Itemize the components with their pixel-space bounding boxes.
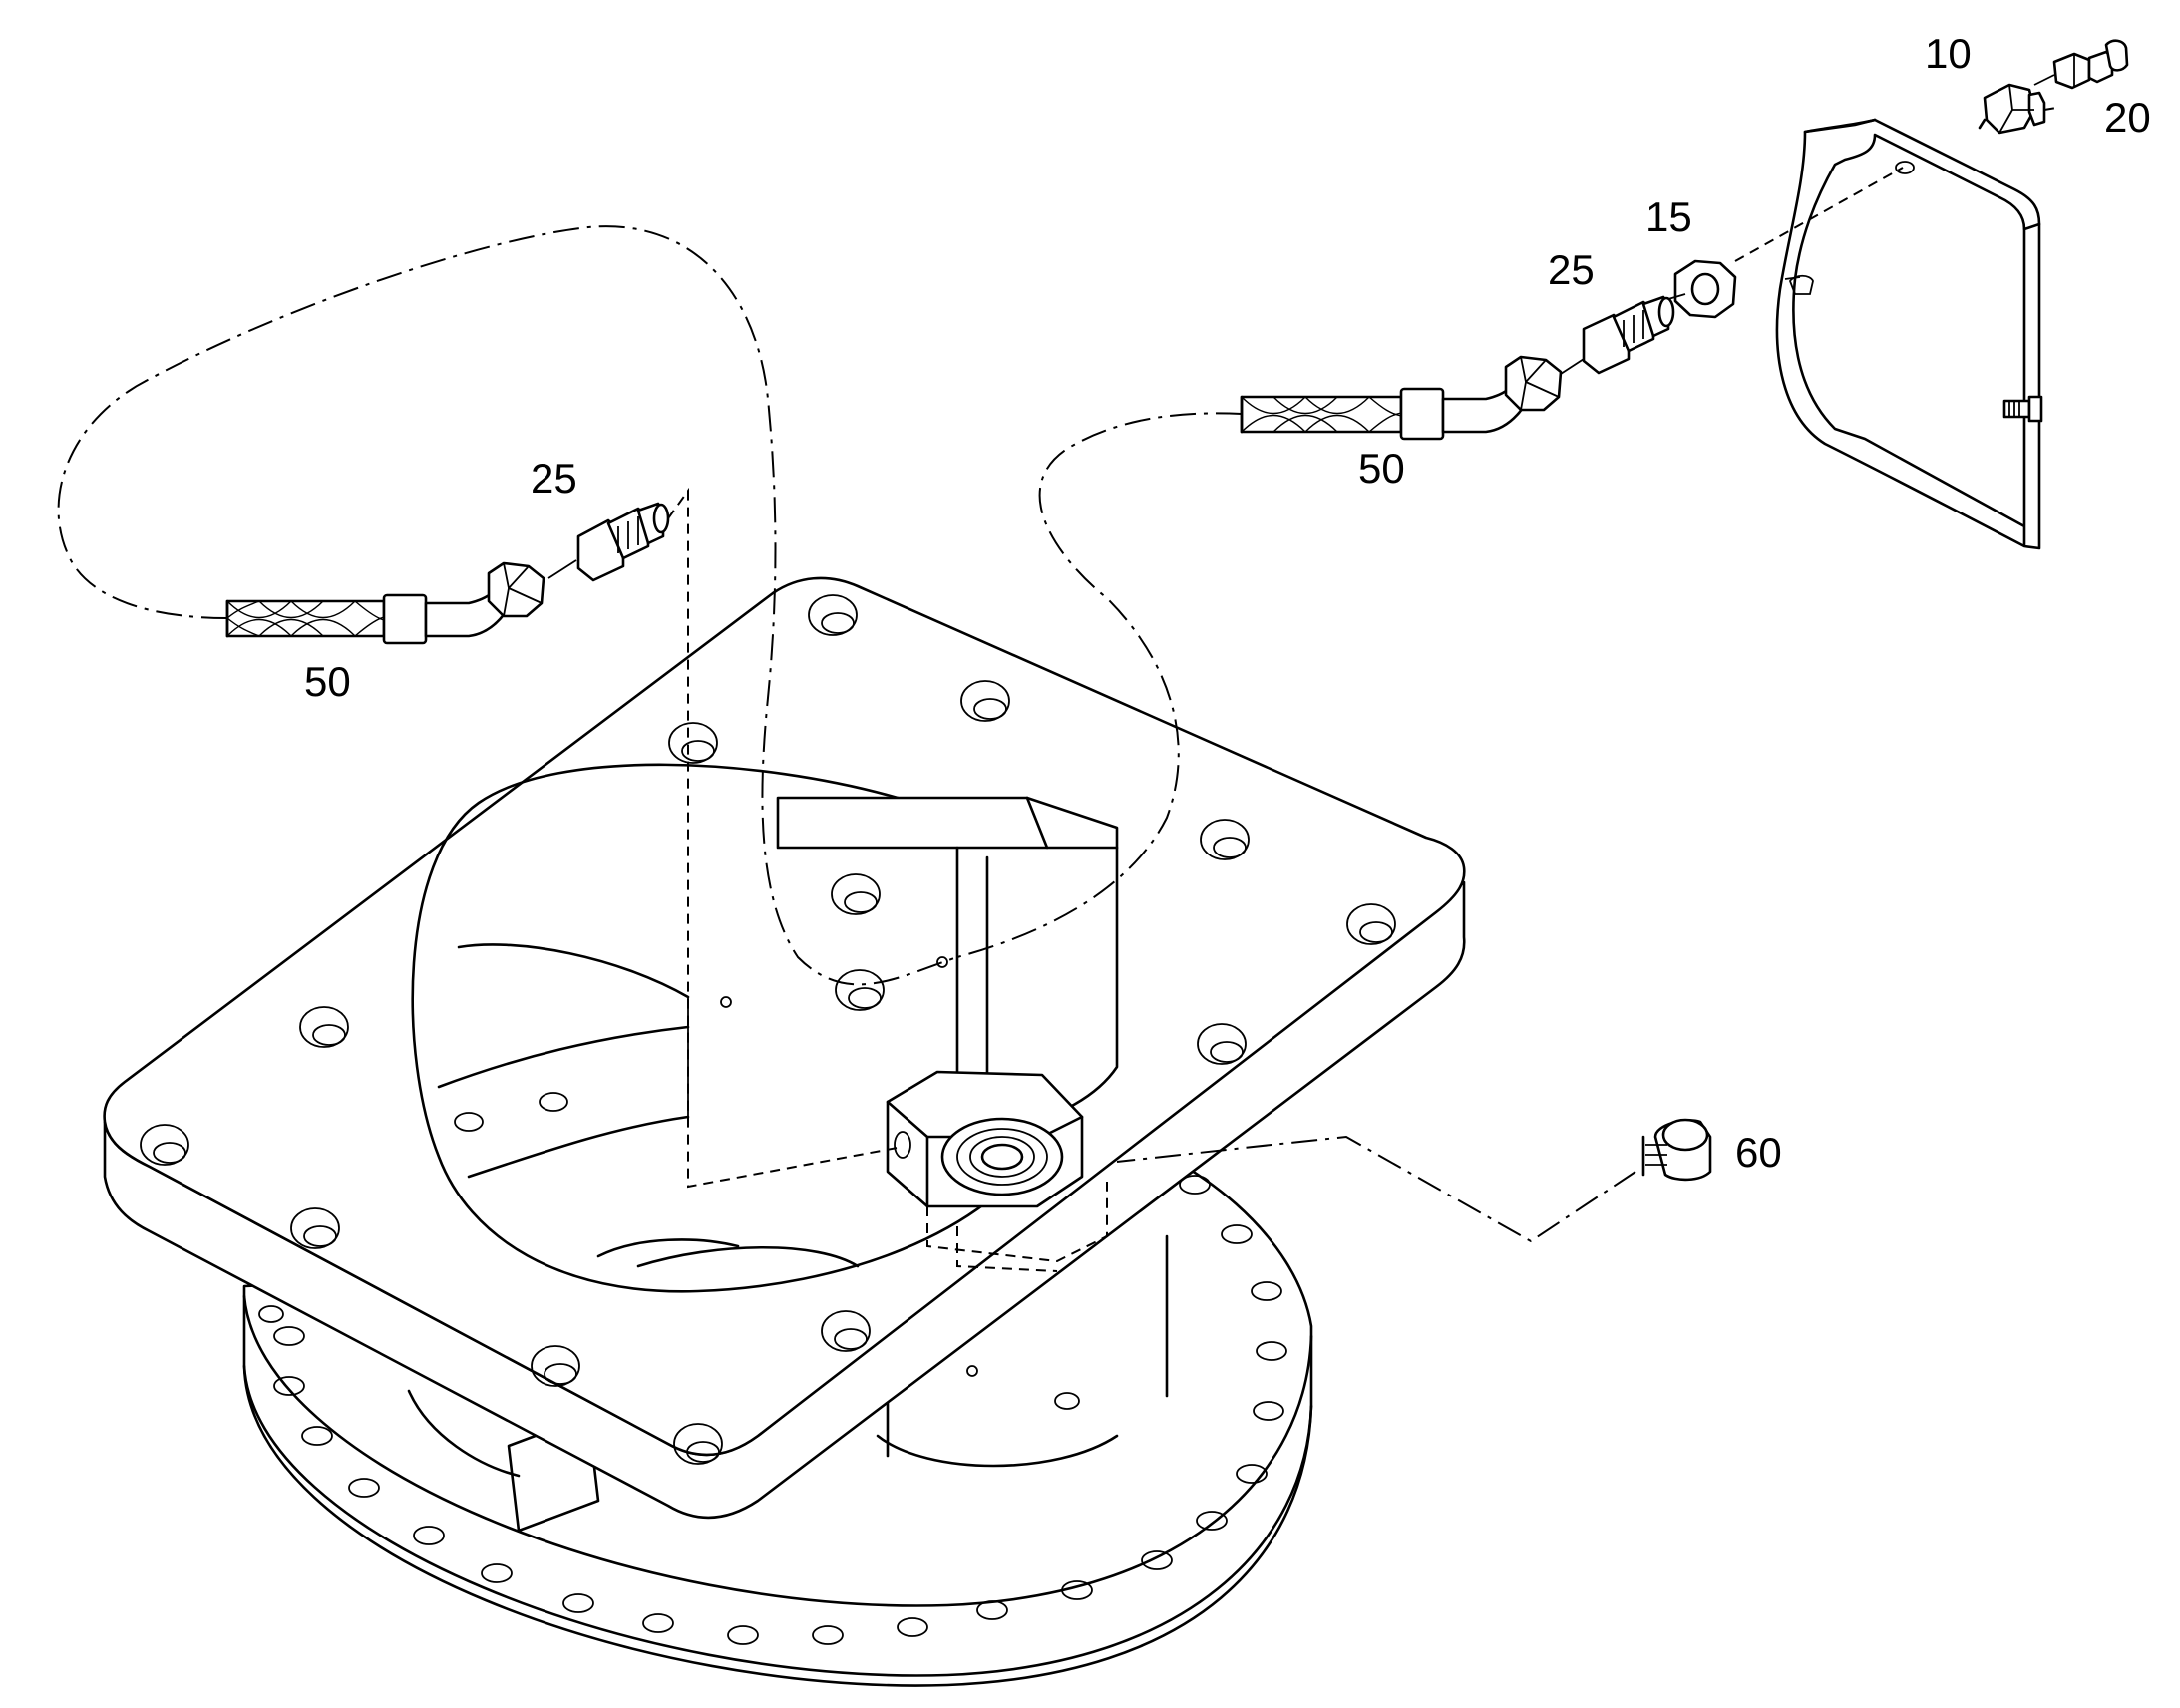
callout-50-left: 50 (304, 658, 351, 705)
callout-20: 20 (2104, 94, 2151, 141)
callout-15: 15 (1645, 193, 1692, 240)
callout-25-right: 25 (1548, 246, 1595, 293)
base-flange-bolt-holes (258, 1175, 1287, 1645)
callout-50-right: 50 (1358, 445, 1405, 492)
leader-15-to-bracket (1734, 167, 1904, 262)
mounting-bracket (1775, 118, 2043, 550)
plate-bolt-holes (140, 594, 1396, 1465)
callout-25-left: 25 (531, 455, 577, 502)
leader-left-port (667, 487, 904, 1189)
callout-60: 60 (1735, 1129, 1782, 1176)
plug-60 (1641, 1118, 1712, 1182)
grease-fitting-20 (2033, 39, 2129, 90)
leader-10 (2043, 107, 2057, 111)
hose-assembly-left (57, 225, 958, 986)
callout-10: 10 (1925, 30, 1972, 77)
leader-60 (1116, 1135, 1636, 1243)
fitting-10 (1978, 83, 2046, 135)
grease-port-block (886, 1070, 1108, 1272)
square-mounting-plate (103, 576, 1466, 1520)
hose-assembly-right (956, 259, 1737, 958)
